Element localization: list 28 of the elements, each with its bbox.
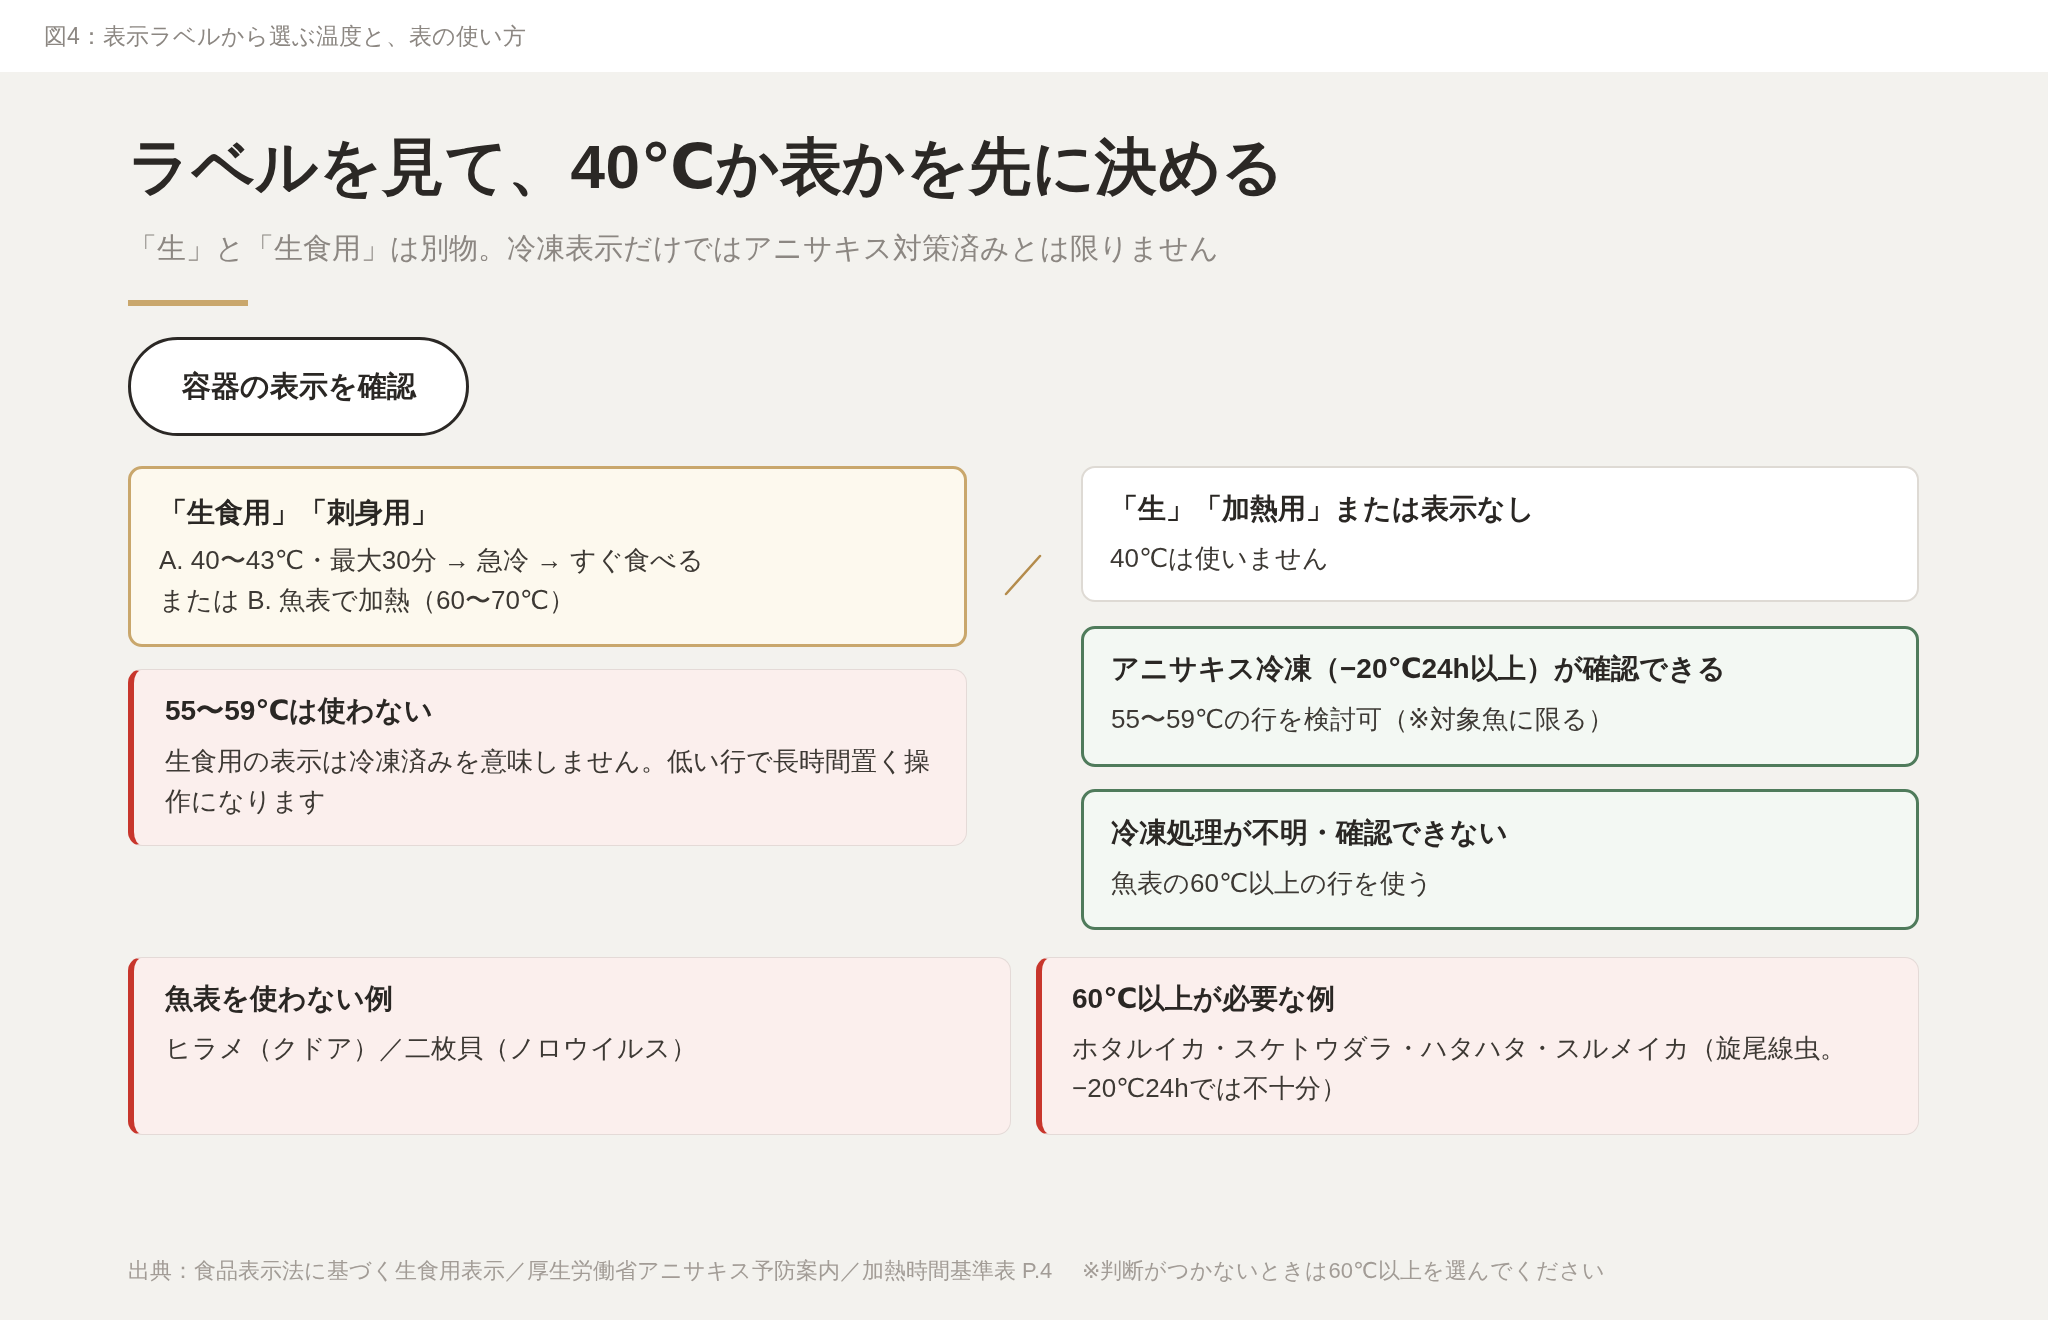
- highlight-card: [128, 466, 967, 647]
- warning-card: [1036, 957, 1919, 1135]
- diagram-title: ラベルを見て、40℃か表かを先に決める: [128, 131, 1285, 203]
- option-card: [1081, 466, 1919, 602]
- body-text: 魚表の60℃以上の行を使う: [1111, 867, 1434, 900]
- figure-caption: 図4：表示ラベルから選ぶ温度と、表の使い方: [44, 22, 526, 51]
- warning-card: [128, 957, 1011, 1135]
- body-text: ホタルイカ・スケトウダラ・ハタハタ・スルメイカ（旋尾線虫。−20℃24hでは不十分）: [1072, 1032, 1847, 1105]
- heading-text: 冷凍処理が不明・確認できない: [1111, 816, 1508, 850]
- heading-text: 「生」「加熱用」または表示なし: [1110, 492, 1535, 526]
- body-text: 40℃は使いません: [1110, 542, 1330, 575]
- heading-text: 55〜59℃は使わない: [165, 694, 434, 728]
- source-note: 出典：食品表示法に基づく生食用表示／厚生労働省アニサキス予防案内／加熱時間基準表 P.4: [128, 1257, 1053, 1285]
- outlined-card: [1081, 789, 1919, 930]
- heading-text: 魚表を使わない例: [165, 982, 393, 1016]
- heading-text: 「生食用」「刺身用」: [159, 496, 439, 530]
- pill-label: 容器の表示を確認: [128, 337, 469, 436]
- body-text: A. 40〜43℃・最大30分 → 急冷 → すぐ食べる: [159, 544, 704, 577]
- body-text: または B. 魚表で加熱（60〜70℃）: [159, 584, 576, 617]
- heading-text: 60℃以上が必要な例: [1072, 982, 1336, 1016]
- heading-text: アニサキス冷凍（−20℃24h以上）が確認できる: [1111, 652, 1726, 686]
- body-text: 生食用の表示は冷凍済みを意味しません。低い行で長時間置く操作になります: [165, 745, 931, 818]
- body-text: 55〜59℃の行を検討可（※対象魚に限る）: [1111, 703, 1614, 736]
- body-text: ヒラメ（クドア）／二枚貝（ノロウイルス）: [165, 1032, 697, 1065]
- outlined-card: [1081, 626, 1919, 767]
- warning-card: [128, 669, 967, 846]
- footnote: ※判断がつかないときは60℃以上を選んでください: [1082, 1257, 1605, 1285]
- subtitle: 「生」と「生食用」は別物。冷凍表示だけではアニサキス対策済みとは限りません: [128, 231, 1219, 266]
